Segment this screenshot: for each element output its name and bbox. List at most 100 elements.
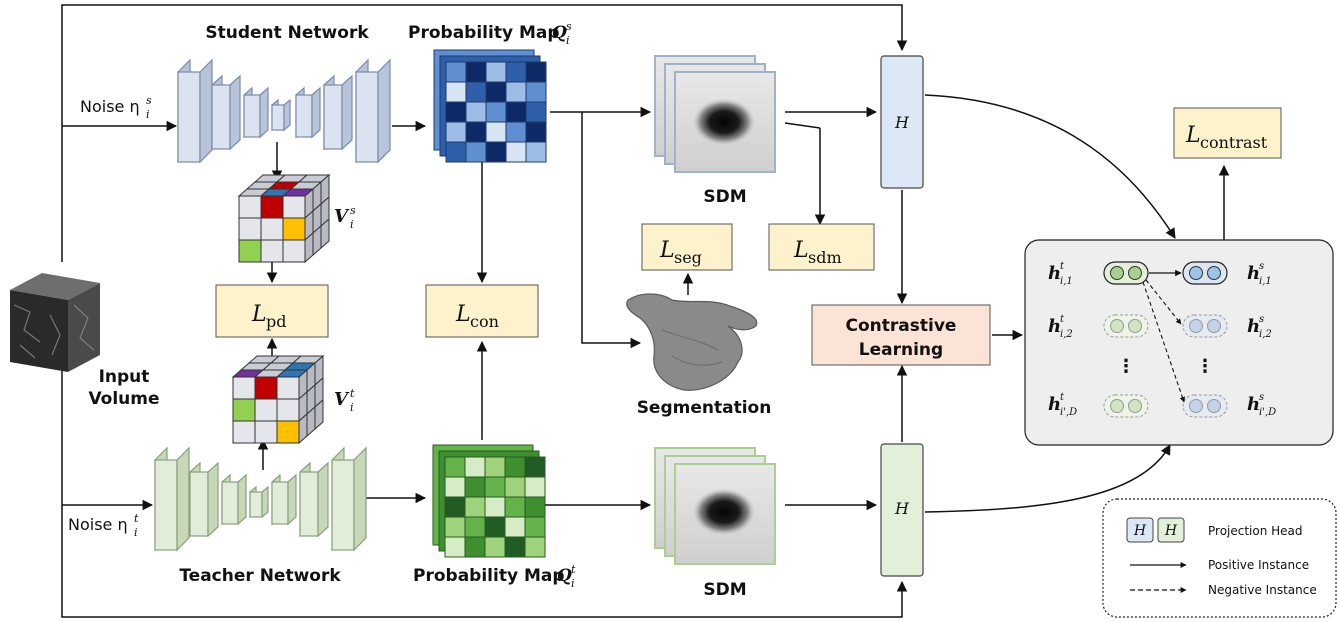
svg-text:h: h (1048, 263, 1061, 284)
svg-text:i: i (146, 108, 150, 121)
cube-cell (238, 239, 262, 263)
teacher-instance-pill-d (1103, 394, 1149, 418)
cube-cell (282, 195, 306, 219)
h-teacher-1: h t i,1 (1048, 261, 1073, 287)
student-network (177, 58, 391, 164)
svg-text:i',D: i',D (1060, 407, 1077, 418)
prob-cell (465, 121, 487, 143)
svg-text:Learning: Learning (859, 340, 943, 360)
noise-student-label: Noise η s i (80, 94, 152, 121)
svg-text:s: s (566, 20, 572, 33)
prob-cell (524, 476, 546, 498)
svg-text:h: h (1247, 263, 1260, 284)
svg-text:i: i (350, 218, 354, 231)
v-teacher-label: V t i (334, 387, 355, 414)
prob-cell (525, 61, 547, 83)
cube-cell (320, 217, 330, 250)
prob-map-teacher-title: Probability Map Q t i (413, 563, 576, 590)
prob-cell (505, 121, 527, 143)
contrastive-learning-box: Contrastive Learning (811, 304, 991, 366)
svg-text:h: h (1247, 316, 1260, 337)
svg-text:Q: Q (552, 23, 567, 43)
loss-con-box: L con (425, 284, 539, 338)
prob-cell (445, 121, 467, 143)
sdm-bottom-label: SDM (703, 580, 746, 600)
legend-head-teacher-icon: H (1157, 517, 1185, 543)
cube-cell (260, 195, 284, 219)
prob-cell (504, 496, 526, 518)
legend: H H Projection Head Positive Instance Ne… (1102, 498, 1337, 618)
student-instance-pill-2 (1182, 314, 1228, 338)
legend-negative-instance: Negative Instance (1208, 583, 1317, 597)
svg-text:s: s (1259, 261, 1264, 272)
prob-cell (464, 496, 486, 518)
cube-cell (260, 217, 284, 241)
svg-text:t: t (1060, 261, 1065, 272)
prob-cell (444, 516, 466, 538)
h-teacher-d: h t i',D (1048, 392, 1077, 418)
sdm-stack-bottom (654, 447, 776, 565)
svg-text:i,2: i,2 (1060, 329, 1073, 340)
loss-pd-box: L pd (215, 284, 329, 338)
prob-cell (464, 476, 486, 498)
svg-text:h: h (1048, 394, 1061, 415)
input-volume-label-2: Volume (88, 389, 159, 409)
cube-cell (276, 398, 300, 422)
sdm-top-label: SDM (703, 187, 746, 207)
instance-panel: h t i,1 h t i,2 h t i',D h s i,1 h s i,2… (1024, 239, 1334, 446)
svg-text:Q: Q (557, 566, 572, 586)
prob-map-student-title: Probability Map Q s i (408, 20, 572, 47)
cube-cell (254, 420, 278, 444)
prob-cell (484, 476, 506, 498)
loss-contrast-box: L contrast (1173, 107, 1282, 159)
legend-positive-instance: Positive Instance (1208, 558, 1309, 572)
teacher-instance-pill-1 (1103, 261, 1149, 285)
svg-text:L: L (455, 302, 471, 327)
prob-cell (445, 61, 467, 83)
svg-text:pd: pd (266, 312, 286, 331)
svg-text:i,2: i,2 (1259, 329, 1272, 340)
cube-cell (232, 420, 256, 444)
cube-cell (238, 195, 262, 219)
svg-text:s: s (1259, 314, 1264, 325)
svg-text:t: t (350, 387, 355, 400)
svg-text:V: V (334, 389, 350, 410)
svg-text:L: L (1185, 123, 1201, 148)
prob-cell (504, 456, 526, 478)
projection-head-student: H (880, 55, 924, 189)
teacher-ellipsis: ⋮ (1117, 356, 1135, 377)
svg-text:t: t (1060, 314, 1065, 325)
segmentation-label: Segmentation (637, 398, 772, 418)
prob-cell (464, 536, 486, 558)
svg-text:i',D: i',D (1259, 407, 1276, 418)
noise-teacher-label: Noise η t i (68, 512, 139, 539)
prob-cell (444, 496, 466, 518)
negative-pair-arrow-d (1142, 281, 1186, 403)
prob-cell (465, 61, 487, 83)
svg-text:i,1: i,1 (1060, 276, 1073, 287)
prob-cell (504, 516, 526, 538)
svg-text:i: i (566, 34, 570, 47)
prob-cell (505, 81, 527, 103)
h-student-1: h s i,1 (1247, 261, 1272, 287)
cube-cell (254, 398, 278, 422)
sdm-stack-top (654, 55, 776, 173)
prob-cell (484, 536, 506, 558)
feature-cube-teacher (231, 354, 325, 445)
negative-pair-arrow-2 (1145, 279, 1182, 325)
cube-cell (260, 239, 284, 263)
prob-cell (465, 81, 487, 103)
prob-cell (484, 456, 506, 478)
prob-cell (524, 456, 546, 478)
svg-text:s: s (1259, 392, 1264, 403)
h-student-2: h s i,2 (1247, 314, 1272, 340)
svg-text:L: L (251, 302, 267, 327)
prob-cell (525, 121, 547, 143)
svg-text:con: con (470, 312, 499, 331)
cube-cell (238, 217, 262, 241)
cube-cell (232, 376, 256, 400)
student-ellipsis: ⋮ (1196, 356, 1214, 377)
cube-cell (276, 376, 300, 400)
legend-projection-head: Projection Head (1208, 524, 1303, 538)
